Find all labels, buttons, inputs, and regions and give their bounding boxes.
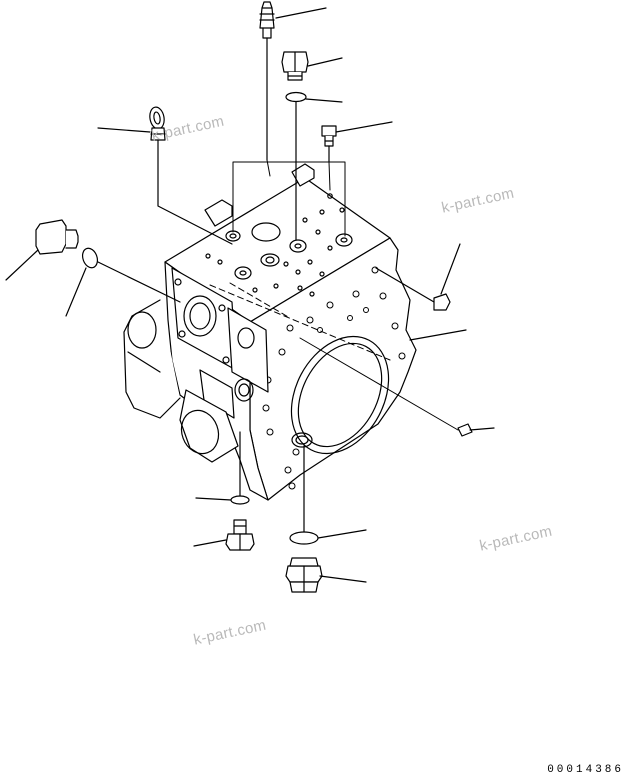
fitting-bottom-left: [193, 519, 255, 551]
air-bleed-fitting: [259, 1, 327, 161]
drawing-number: 00014386: [547, 764, 624, 776]
small-plug: [321, 121, 393, 163]
main-bore: [290, 335, 390, 455]
o-ring-left: [65, 247, 181, 317]
pump-case-body: [123, 163, 417, 501]
o-ring-bottom-left: [195, 431, 250, 505]
plug-bottom-right: [285, 557, 367, 593]
o-ring-top: [285, 91, 343, 241]
pin-right: [299, 337, 495, 437]
o-ring-bottom-right: [289, 445, 367, 545]
flange-holes: [262, 266, 406, 490]
left-face-details: [123, 267, 269, 463]
side-plug-right: [375, 243, 461, 311]
plug-left: [5, 219, 79, 281]
flange-leader: [409, 329, 467, 341]
eye-bolt: [97, 106, 233, 245]
top-leader-bracket: [232, 159, 346, 237]
plug-bolt-top: [281, 51, 343, 81]
